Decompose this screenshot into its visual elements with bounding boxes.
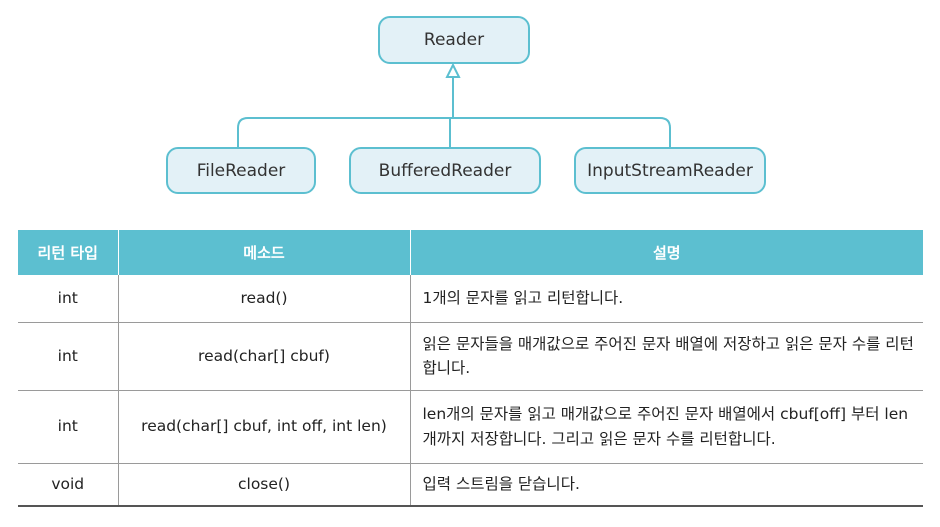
table-header-row: 리턴 타입 메소드 설명 [18, 230, 923, 275]
method-table: 리턴 타입 메소드 설명 int read() 1개의 문자를 읽고 리턴합니다… [18, 230, 923, 507]
return-type-cell: void [18, 463, 119, 507]
header-description: 설명 [410, 230, 923, 275]
header-return-type: 리턴 타입 [18, 230, 119, 275]
bufferedreader-node: BufferedReader [349, 147, 541, 194]
method-cell: read() [118, 275, 411, 323]
reader-node: Reader [378, 16, 530, 64]
header-method: 메소드 [118, 230, 411, 275]
filereader-node: FileReader [166, 147, 316, 194]
table-row: int read() 1개의 문자를 읽고 리턴합니다. [18, 275, 923, 323]
table-row: int read(char[] cbuf) 읽은 문자들을 매개값으로 주어진 … [18, 322, 923, 391]
description-cell: 읽은 문자들을 매개값으로 주어진 문자 배열에 저장하고 읽은 문자 수를 리… [410, 322, 923, 391]
description-cell: 입력 스트림을 닫습니다. [410, 463, 923, 507]
inheritance-lines [237, 62, 671, 147]
table-row: void close() 입력 스트림을 닫습니다. [18, 463, 923, 507]
inheritance-arrowhead [445, 62, 461, 78]
table-row: int read(char[] cbuf, int off, int len) … [18, 390, 923, 464]
description-cell: 1개의 문자를 읽고 리턴합니다. [410, 275, 923, 323]
return-type-cell: int [18, 390, 119, 464]
return-type-cell: int [18, 322, 119, 391]
return-type-cell: int [18, 275, 119, 323]
method-cell: close() [118, 463, 411, 507]
method-cell: read(char[] cbuf) [118, 322, 411, 391]
connector-trunk [237, 76, 671, 147]
method-cell: read(char[] cbuf, int off, int len) [118, 390, 411, 464]
description-cell: len개의 문자를 읽고 매개값으로 주어진 문자 배열에서 cbuf[off]… [410, 390, 923, 464]
inputstreamreader-node: InputStreamReader [574, 147, 766, 194]
